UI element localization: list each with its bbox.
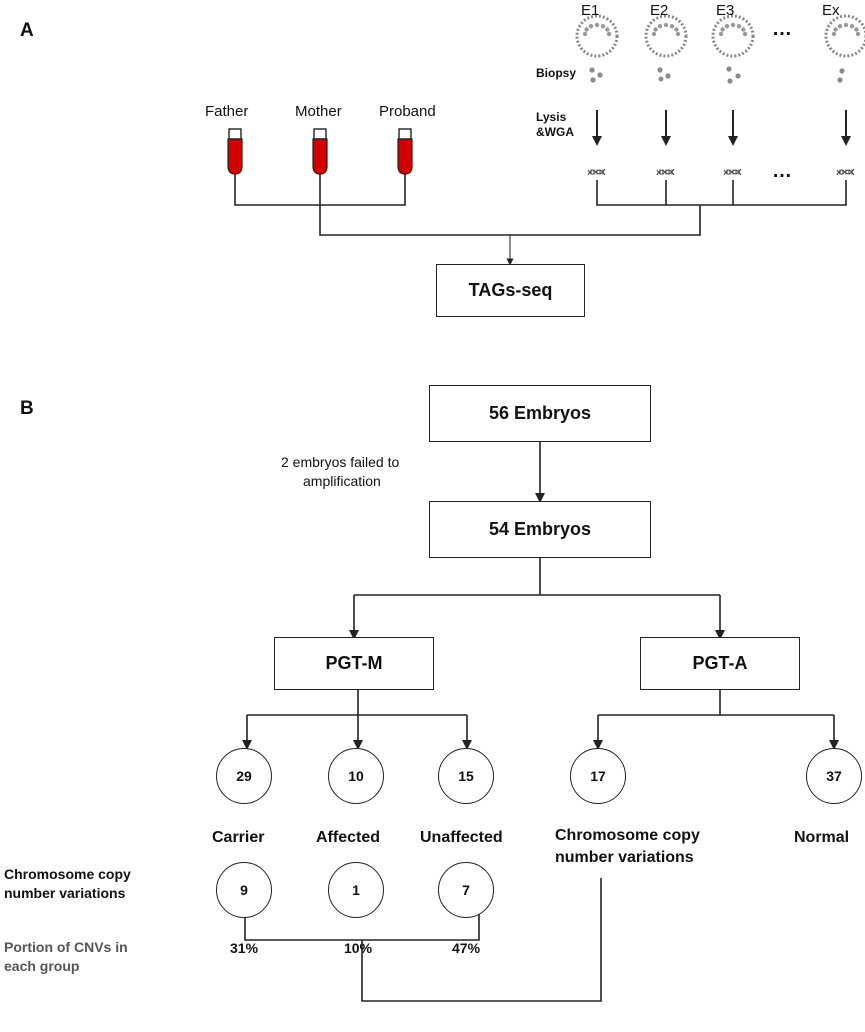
- cnv-row-label-line2: number variations: [4, 885, 126, 901]
- father-label: Father: [205, 103, 249, 120]
- embryo-label-e2: E2: [650, 2, 669, 19]
- carrier-cnv-circle: 9: [216, 862, 272, 918]
- wga-label: &WGA: [536, 125, 574, 139]
- pgt-a-box: PGT-A: [640, 637, 800, 690]
- embryo-label-ex: Ex: [822, 2, 840, 19]
- unaffected-label: Unaffected: [420, 829, 503, 846]
- cnv-count-circle: 17: [570, 748, 626, 804]
- embryo-label-e3: E3: [716, 2, 735, 19]
- normal-count-circle: 37: [806, 748, 862, 804]
- unaffected-cnv-portion: 47%: [452, 940, 481, 956]
- cnv-group-label-line2: number variations: [555, 849, 694, 866]
- biopsy-label: Biopsy: [536, 66, 577, 80]
- affected-count-circle: 10: [328, 748, 384, 804]
- failed-note-line2: amplification: [303, 473, 381, 489]
- normal-label: Normal: [794, 829, 850, 846]
- unaffected-cnv-circle: 7: [438, 862, 494, 918]
- carrier-label: Carrier: [212, 829, 265, 846]
- embryo-ellipsis: …: [772, 18, 792, 40]
- mother-label: Mother: [295, 103, 342, 120]
- carrier-cnv-portion: 31%: [230, 940, 259, 956]
- cnv-row-label-line1: Chromosome copy: [4, 866, 131, 882]
- lysis-label: Lysis: [536, 110, 567, 124]
- affected-label: Affected: [316, 829, 381, 846]
- dna-ellipsis: …: [772, 160, 792, 182]
- affected-cnv-circle: 1: [328, 862, 384, 918]
- portion-row-label-line1: Portion of CNVs in: [4, 939, 128, 955]
- affected-cnv-portion: 10%: [344, 940, 373, 956]
- amplified-embryos-box: 54 Embryos: [429, 501, 651, 558]
- pgt-m-box: PGT-M: [274, 637, 434, 690]
- unaffected-count-circle: 15: [438, 748, 494, 804]
- panel-a-label: A: [20, 20, 34, 41]
- failed-note-line1: 2 embryos failed to: [281, 454, 400, 470]
- cnv-group-label-line1: Chromosome copy: [555, 827, 700, 844]
- carrier-count-circle: 29: [216, 748, 272, 804]
- panel-b-label: B: [20, 398, 34, 419]
- tags-seq-box: TAGs-seq: [436, 264, 585, 317]
- portion-row-label-line2: each group: [4, 958, 80, 974]
- start-embryos-box: 56 Embryos: [429, 385, 651, 442]
- proband-label: Proband: [379, 103, 436, 120]
- embryo-label-e1: E1: [581, 2, 600, 19]
